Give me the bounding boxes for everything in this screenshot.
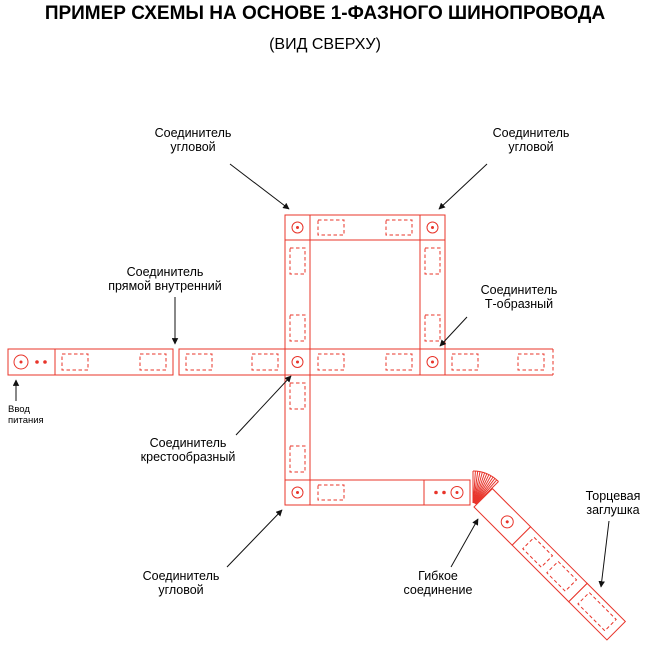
- bellows-rib: [474, 474, 490, 504]
- flex-end-center-dot: [455, 491, 459, 494]
- segment-body: [284, 239, 311, 350]
- mounting-slot: [289, 247, 306, 275]
- connector-center-dot: [431, 360, 434, 364]
- leader-cross-connector: [235, 375, 292, 436]
- mounting-slot: [385, 353, 413, 371]
- connector-center-dot: [431, 226, 434, 229]
- end-cap-body: [568, 582, 627, 641]
- track-segment-top: [309, 214, 421, 241]
- contact-dot: [434, 490, 438, 495]
- power-feed-center-dot: [19, 360, 23, 364]
- t-connector: [419, 348, 446, 376]
- connector-center-dot: [296, 491, 299, 494]
- end-cap-slot: [577, 591, 617, 632]
- straight-internal-connector: [172, 349, 180, 375]
- segment-body: [54, 348, 174, 376]
- mounting-slot: [317, 219, 345, 236]
- bellows-rib: [473, 471, 481, 504]
- mounting-slot: [317, 353, 345, 371]
- corner-connector-top-left: [284, 214, 311, 241]
- mounting-slot: [385, 219, 413, 236]
- segment-body: [178, 348, 286, 376]
- label-t-connector: Соединитель Т-образный: [480, 283, 558, 311]
- mounting-slot: [522, 536, 554, 568]
- connector-center-dot: [296, 360, 299, 364]
- corner-connector-bottom: [284, 479, 311, 506]
- segment-body: [309, 214, 421, 241]
- label-flexible: Гибкое соединение: [403, 569, 473, 597]
- page-subtitle: (ВИД СВЕРХУ): [269, 36, 381, 53]
- track-segment-main-3: [309, 348, 421, 376]
- bellows-rib: [472, 471, 476, 504]
- mounting-slot: [139, 353, 167, 371]
- label-corner-top-left: Соединитель угловой: [154, 126, 232, 154]
- mounting-slot: [289, 314, 306, 342]
- mounting-slot: [451, 353, 479, 371]
- power-feed: [7, 348, 56, 376]
- segment-edges: [445, 348, 553, 376]
- label-power-input: Ввод питания: [8, 404, 44, 426]
- flex-bellows-ribs: [472, 471, 499, 505]
- mounting-slot: [251, 353, 279, 371]
- bellows-rib: [475, 479, 498, 505]
- contact-dot: [43, 360, 47, 364]
- bellows-rib: [474, 476, 494, 504]
- segment-body: [284, 374, 311, 481]
- label-corner-top-right: Соединитель угловой: [492, 126, 570, 154]
- mounting-slot: [424, 314, 441, 342]
- mounting-slot: [517, 353, 545, 371]
- track-segment-main-2: [178, 348, 286, 376]
- track-segment-main-4: [445, 348, 554, 376]
- segment-body: [309, 479, 471, 506]
- bellows-rib: [474, 475, 492, 504]
- page-title: ПРИМЕР СХЕМЫ НА ОСНОВЕ 1-ФАЗНОГО ШИНОПРО…: [44, 3, 606, 24]
- connector-body: [419, 214, 446, 241]
- leader-lines: [12, 163, 610, 588]
- track-segment-left-vertical: [284, 239, 311, 350]
- leader-corner-top-left: [229, 163, 290, 210]
- flexible-connector: [472, 470, 499, 505]
- connector-center-dot: [505, 520, 509, 524]
- mounting-slot: [424, 247, 441, 275]
- mounting-slot: [289, 445, 306, 473]
- mounting-slot: [289, 382, 306, 410]
- leader-corner-top-right: [438, 163, 488, 210]
- label-cross-connector: Соединитель крестообразный: [140, 436, 236, 464]
- contact-dot: [35, 360, 39, 364]
- mounting-slot: [546, 560, 578, 592]
- bellows-rib: [475, 478, 496, 505]
- label-corner-bottom: Соединитель угловой: [142, 569, 220, 597]
- segment-body: [511, 526, 588, 603]
- mounting-slot: [317, 484, 345, 501]
- cross-connector: [284, 348, 311, 376]
- track-segment-main-1: [54, 348, 174, 376]
- leader-flexible: [450, 518, 479, 568]
- leader-end-cap: [598, 520, 610, 588]
- connector-center-dot: [296, 226, 299, 229]
- corner-connector-top-right: [419, 214, 446, 241]
- bellows-rib: [473, 472, 486, 504]
- bellows-outer-arc: [472, 470, 499, 482]
- track-segment-right-vertical: [419, 239, 446, 350]
- end-cap: [568, 582, 627, 641]
- segment-body: [309, 348, 421, 376]
- leader-t-connector: [439, 316, 468, 347]
- mounting-slot: [185, 353, 213, 371]
- leader-corner-bottom: [226, 509, 283, 568]
- bellows-rib: [474, 473, 488, 504]
- label-end-cap: Торцевая заглушка: [585, 489, 641, 517]
- bellows-rib: [473, 471, 479, 504]
- track-segment-down: [284, 374, 311, 481]
- mounting-slot: [61, 353, 89, 371]
- label-straight-internal: Соединитель прямой внутренний: [108, 265, 222, 293]
- bellows-rib: [473, 472, 483, 504]
- track-layout: [7, 214, 627, 641]
- contact-dot: [442, 490, 446, 495]
- track-segment-bottom: [309, 479, 471, 506]
- bellows-rib: [475, 481, 499, 505]
- track-segment-diagonal: [473, 487, 627, 641]
- segment-body: [419, 239, 446, 350]
